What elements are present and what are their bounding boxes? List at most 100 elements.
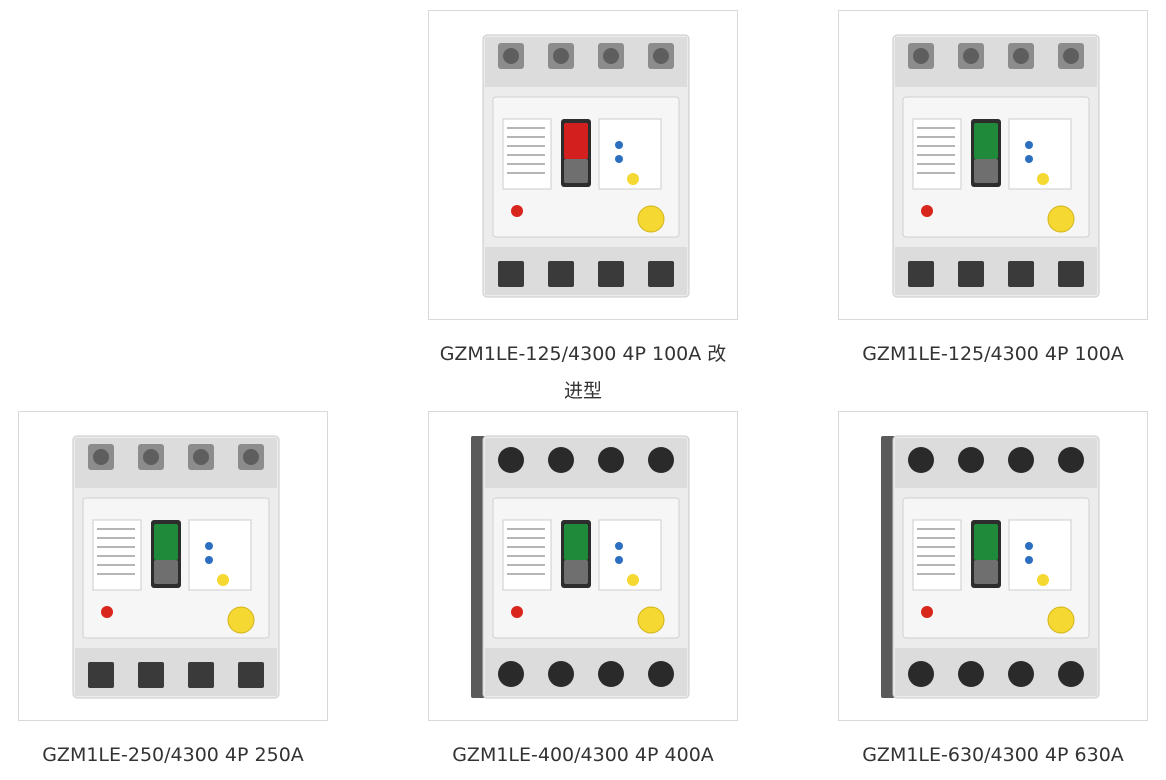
fault-light (511, 606, 523, 618)
product-card[interactable]: GZM1LE-400/4300 4P 400A (428, 411, 738, 774)
terminal-slot (908, 261, 934, 287)
test-button (1037, 574, 1049, 586)
terminal-slot (238, 662, 264, 688)
fault-light (101, 606, 113, 618)
terminal-screw-head (1063, 48, 1079, 64)
nameplate-text-line (97, 537, 135, 539)
breaker-body (482, 34, 690, 298)
product-title-link[interactable]: GZM1LE-125/4300 4P 100A 改进型 (439, 343, 727, 402)
breaker-icon (892, 34, 1100, 298)
terminal-hole (598, 447, 624, 473)
product-image-frame[interactable] (838, 411, 1148, 721)
nameplate-text-line (917, 555, 955, 557)
terminal-hole (958, 661, 984, 687)
terminal-slot (188, 662, 214, 688)
product-title-link[interactable]: GZM1LE-125/4300 4P 100A (862, 343, 1124, 365)
terminal-slot (598, 261, 624, 287)
nameplate-text-line (507, 163, 545, 165)
product-card[interactable]: GZM1LE-125/4300 4P 100A 改进型 (428, 10, 738, 410)
indicator-dot (615, 542, 623, 550)
product-image-frame[interactable] (428, 10, 738, 320)
nameplate-text-line (917, 154, 955, 156)
product-title-link[interactable]: GZM1LE-250/4300 4P 250A (42, 744, 304, 766)
toggle-handle (564, 123, 588, 159)
terminal-screw-head (963, 48, 979, 64)
product-card[interactable]: GZM1LE-250/4300 4P 250A (18, 411, 328, 774)
terminal-hole (1058, 661, 1084, 687)
indicator-dot (1025, 556, 1033, 564)
nameplate-text-line (917, 573, 955, 575)
terminal-slot (138, 662, 164, 688)
nameplate-text-line (97, 555, 135, 557)
nameplate-text-line (507, 172, 545, 174)
nameplate-text-line (97, 564, 135, 566)
terminal-slot (958, 261, 984, 287)
indicator-dot (1025, 542, 1033, 550)
toggle-handle (154, 524, 178, 560)
product-image-frame[interactable] (838, 10, 1148, 320)
indicator-dot (615, 155, 623, 163)
terminal-screw-head (553, 48, 569, 64)
test-button (1037, 173, 1049, 185)
nameplate-text-line (507, 555, 545, 557)
nameplate-text-line (917, 145, 955, 147)
terminal-slot (648, 261, 674, 287)
nameplate-text-line (917, 546, 955, 548)
nameplate-text-line (97, 546, 135, 548)
breaker-body (72, 435, 280, 699)
terminal-slot (1058, 261, 1084, 287)
product-title-link[interactable]: GZM1LE-400/4300 4P 400A (452, 744, 714, 766)
terminal-screw-head (603, 48, 619, 64)
breaker-body (881, 435, 1100, 699)
nameplate-text-line (97, 573, 135, 575)
terminal-screw-head (1013, 48, 1029, 64)
nameplate-text-line (507, 546, 545, 548)
terminal-slot (88, 662, 114, 688)
breaker-icon (881, 435, 1100, 699)
certification-sticker (637, 205, 665, 233)
handle-base (154, 560, 178, 584)
terminal-slot (1008, 261, 1034, 287)
nameplate-text-line (507, 564, 545, 566)
terminal-screw-head (243, 449, 259, 465)
product-card[interactable]: GZM1LE-630/4300 4P 630A (838, 411, 1148, 774)
terminal-screw-head (913, 48, 929, 64)
terminal-slot (548, 261, 574, 287)
breaker-icon (471, 435, 690, 699)
terminal-hole (1058, 447, 1084, 473)
breaker-side-panel (881, 436, 895, 698)
test-button (627, 173, 639, 185)
certification-sticker (227, 606, 255, 634)
terminal-screw-head (653, 48, 669, 64)
indicator-dot (615, 556, 623, 564)
product-image-frame[interactable] (18, 411, 328, 721)
fault-light (921, 205, 933, 217)
handle-base (564, 560, 588, 584)
nameplate-text-line (507, 537, 545, 539)
test-button (627, 574, 639, 586)
nameplate-text-line (507, 528, 545, 530)
toggle-handle (974, 524, 998, 560)
certification-sticker (1047, 606, 1075, 634)
product-title-link[interactable]: GZM1LE-630/4300 4P 630A (862, 744, 1124, 766)
terminal-hole (908, 661, 934, 687)
handle-base (974, 159, 998, 183)
indicator-dot (615, 141, 623, 149)
nameplate-text-line (917, 564, 955, 566)
fault-light (511, 205, 523, 217)
product-image-frame[interactable] (428, 411, 738, 721)
nameplate-text-line (917, 127, 955, 129)
nameplate-text-line (917, 163, 955, 165)
nameplate-text-line (917, 537, 955, 539)
terminal-screw-head (143, 449, 159, 465)
certification-sticker (1047, 205, 1075, 233)
breaker-body (892, 34, 1100, 298)
test-button (217, 574, 229, 586)
indicator-dot (1025, 141, 1033, 149)
terminal-hole (908, 447, 934, 473)
product-card[interactable]: GZM1LE-125/4300 4P 100A (838, 10, 1148, 373)
indicator-dot (1025, 155, 1033, 163)
terminal-hole (1008, 447, 1034, 473)
nameplate-text-line (97, 528, 135, 530)
breaker-side-panel (471, 436, 485, 698)
